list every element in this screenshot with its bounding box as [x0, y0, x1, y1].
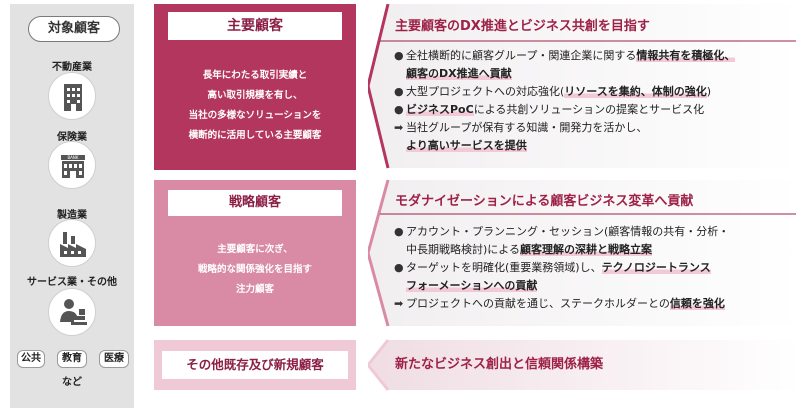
etc-label: など [62, 377, 82, 388]
target-customer-column [10, 4, 134, 408]
bank-icon: BANK [48, 141, 96, 189]
main-customer-title: 主要顧客 [168, 12, 342, 40]
bullet-text: プロジェクトへの貢献を通じ、ステークホルダーとの [406, 297, 670, 310]
strategic-bullet-line: ●ターゲットを明確化(重要業務領域)し、テクノロジートランス [394, 259, 729, 277]
main-bullet-line: より高いサービスを提供 [394, 137, 735, 155]
highlight-text: フォーメーションへの貢献 [406, 279, 538, 292]
strategic-bullet-line: フォーメーションへの貢献 [394, 277, 729, 295]
highlight-text: ビジネスPoC [406, 103, 474, 116]
highlight-text: より高いサービスを提供 [406, 139, 527, 152]
main-bullet-line: 顧客のDX推進へ貢献 [394, 65, 735, 83]
strategic-section-bullets: ●アカウント・プランニング・セッション(顧客情報の共有・分析・中長期戦略検討)に… [394, 223, 729, 313]
strategic-customer-description: 主要顧客に次ぎ、 戦略的な関係強化を目指す 注力顧客 [197, 244, 312, 295]
highlight-text: リソースを集約、体制の強化 [564, 85, 707, 98]
bullet-text: ターゲットを明確化(重要業務領域)し、 [406, 261, 602, 274]
building-icon [48, 72, 96, 120]
svg-text:BANK: BANK [67, 155, 78, 160]
industry-label-insurance: 保険業 [57, 132, 87, 143]
other-chevron [368, 340, 800, 390]
segment-public: 公共 [17, 350, 45, 368]
main-section-bullets: ●全社横断的に顧客グループ・関連企業に関する情報共有を積極化、顧客のDX推進へ貢… [394, 47, 736, 155]
main-bullet-line: ●全社横断的に顧客グループ・関連企業に関する情報共有を積極化、 [394, 47, 736, 65]
arrow-icon: ➡ [394, 121, 404, 134]
strategic-bullet-line: ●アカウント・プランニング・セッション(顧客情報の共有・分析・ [394, 223, 729, 241]
bullet-mark: ● [394, 85, 404, 98]
highlight-text: 顧客理解の深耕と戦略立案 [519, 243, 652, 256]
strategic-section-heading: モダナイゼーションによる顧客ビジネス変革へ貢献 [395, 194, 694, 209]
target-customer-header: 対象顧客 [28, 16, 120, 42]
strategic-bullet-line: ➡プロジェクトへの貢献を通じ、ステークホルダーとの信頼を強化 [394, 295, 729, 313]
industry-label-manufacturing: 製造業 [57, 210, 87, 221]
highlight-text: 顧客のDX推進へ貢献 [406, 67, 512, 80]
main-section-heading: 主要顧客のDX推進とビジネス共創を目指す [395, 19, 650, 34]
bullet-text: 全社横断的に顧客グループ・関連企業に関する [406, 49, 637, 62]
service-person-icon [48, 288, 96, 336]
strategic-bullet-line: 中長期戦略検討)による顧客理解の深耕と戦略立案 [394, 241, 729, 259]
factory-icon [48, 219, 96, 267]
bullet-text: 大型プロジェクトへの対応強化( [406, 85, 565, 98]
other-section-heading: 新たなビジネス創出と信頼関係構築 [395, 357, 604, 372]
main-bullet-line: ●ビジネスPoCによる共創ソリューションの提案とサービス化 [394, 101, 735, 119]
bullet-text: による共創ソリューションの提案とサービス化 [473, 103, 705, 116]
arrow-icon: ➡ [394, 297, 404, 310]
industry-label-service: サービス業・その他 [27, 277, 117, 288]
bullet-text: 当社グループが保有する知識・開発力を活かし、 [406, 121, 648, 134]
highlight-text: 情報共有を積極化、 [636, 49, 736, 62]
bullet-text: 中長期戦略検討)による [406, 243, 520, 256]
bullet-mark: ● [394, 49, 404, 62]
bullet-mark: ● [394, 103, 404, 116]
bullet-text: ) [706, 85, 712, 98]
main-bullet-line: ●大型プロジェクトへの対応強化(リソースを集約、体制の強化) [394, 83, 735, 101]
strategic-customer-title: 戦略顧客 [168, 190, 342, 216]
highlight-text: 信頼を強化 [669, 297, 725, 310]
main-customer-description: 長年にわたる取引実績と 高い取引規模を有し、 当社の多様なソリューションを 横断… [188, 70, 322, 141]
bullet-mark: ● [394, 225, 404, 238]
other-customer-title: その他既存及び新規顧客 [162, 351, 348, 379]
industry-label-real-estate: 不動産業 [52, 62, 92, 73]
bullet-mark: ● [394, 261, 404, 274]
highlight-text: テクノロジートランス [601, 261, 711, 274]
main-bullet-line: ➡当社グループが保有する知識・開発力を活かし、 [394, 119, 735, 137]
segment-education: 教育 [57, 350, 87, 368]
bullet-text: アカウント・プランニング・セッション(顧客情報の共有・分析・ [406, 225, 730, 238]
segment-medical: 医療 [99, 350, 129, 368]
